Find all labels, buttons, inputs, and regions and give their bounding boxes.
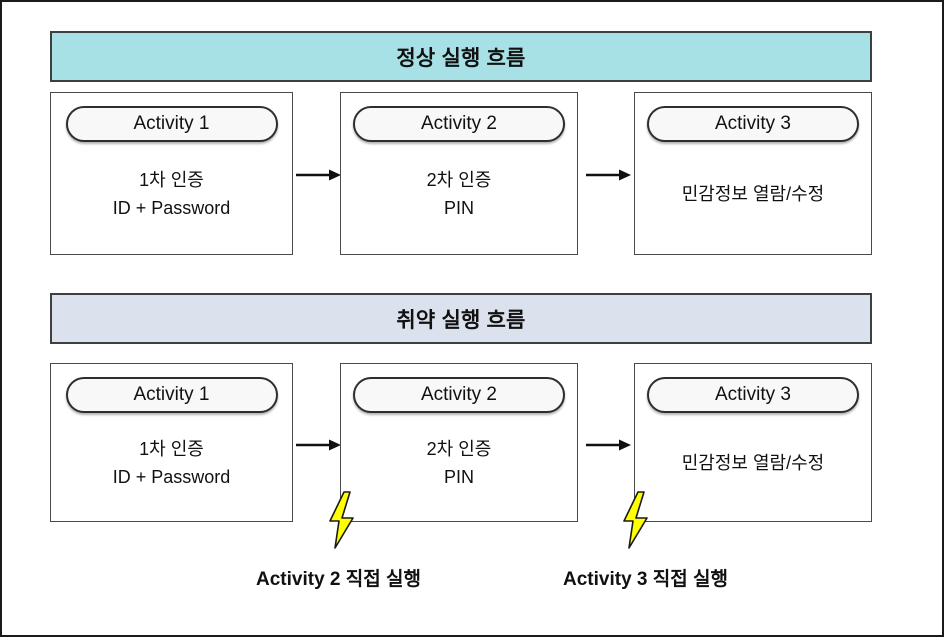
attack-caption-activity-2: Activity 2 직접 실행 <box>256 569 421 590</box>
activity-pill-normal-1: Activity 1 <box>65 106 278 142</box>
activity-body-vuln-2: 2차 인증 PIN <box>427 413 492 521</box>
activity-pill-vuln-2-label: Activity 2 <box>420 384 498 405</box>
lightning-bolt-icon <box>623 491 648 549</box>
activity-normal-2-line2: PIN <box>443 198 474 218</box>
activity-normal-2-line1: 2차 인증 <box>426 170 492 191</box>
activity-pill-vuln-3-label: Activity 3 <box>714 384 792 405</box>
arrow-right-icon <box>586 169 631 181</box>
activity-vuln-2-line1: 2차 인증 <box>426 439 492 460</box>
activity-body-normal-2: 2차 인증 PIN <box>427 142 492 254</box>
activity-pill-vuln-1: Activity 1 <box>65 377 278 413</box>
activity-pill-vuln-2: Activity 2 <box>353 377 565 413</box>
activity-box-normal-1: Activity 1 1차 인증 ID + Password <box>50 92 293 255</box>
banner-vulnerable-flow: 취약 실행 흐름 <box>50 293 872 344</box>
attack-caption-activity-3: Activity 3 직접 실행 <box>563 569 728 590</box>
activity-box-normal-2: Activity 2 2차 인증 PIN <box>340 92 578 255</box>
activity-normal-3-line1: 민감정보 열람/수정 <box>681 184 825 205</box>
activity-body-vuln-3: 민감정보 열람/수정 <box>682 413 824 521</box>
activity-pill-normal-2-label: Activity 2 <box>420 113 498 134</box>
arrow-right-icon <box>586 439 631 451</box>
activity-box-vuln-1: Activity 1 1차 인증 ID + Password <box>50 363 293 522</box>
banner-normal-flow-label: 정상 실행 흐름 <box>396 46 526 70</box>
activity-vuln-1-line2: ID + Password <box>112 467 231 487</box>
activity-vuln-1-line1: 1차 인증 <box>139 439 204 460</box>
banner-normal-flow: 정상 실행 흐름 <box>50 31 872 82</box>
activity-body-normal-1: 1차 인증 ID + Password <box>113 142 231 254</box>
activity-pill-normal-2: Activity 2 <box>353 106 565 142</box>
activity-pill-normal-3: Activity 3 <box>647 106 859 142</box>
arrow-right-icon <box>296 169 341 181</box>
arrow-right-icon <box>296 439 341 451</box>
activity-body-vuln-1: 1차 인증 ID + Password <box>113 413 231 521</box>
activity-pill-vuln-3: Activity 3 <box>647 377 859 413</box>
activity-pill-normal-3-label: Activity 3 <box>714 113 792 134</box>
activity-box-vuln-3: Activity 3 민감정보 열람/수정 <box>634 363 872 522</box>
activity-normal-1-line1: 1차 인증 <box>139 170 204 191</box>
activity-box-normal-3: Activity 3 민감정보 열람/수정 <box>634 92 872 255</box>
activity-box-vuln-2: Activity 2 2차 인증 PIN <box>340 363 578 522</box>
activity-body-normal-3: 민감정보 열람/수정 <box>682 142 824 254</box>
activity-normal-1-line2: ID + Password <box>112 198 231 218</box>
lightning-bolt-icon <box>329 491 354 549</box>
activity-vuln-2-line2: PIN <box>443 467 474 487</box>
banner-vulnerable-flow-label: 취약 실행 흐름 <box>396 308 526 332</box>
activity-pill-normal-1-label: Activity 1 <box>133 113 210 134</box>
activity-vuln-3-line1: 민감정보 열람/수정 <box>681 453 825 474</box>
activity-pill-vuln-1-label: Activity 1 <box>133 384 210 405</box>
